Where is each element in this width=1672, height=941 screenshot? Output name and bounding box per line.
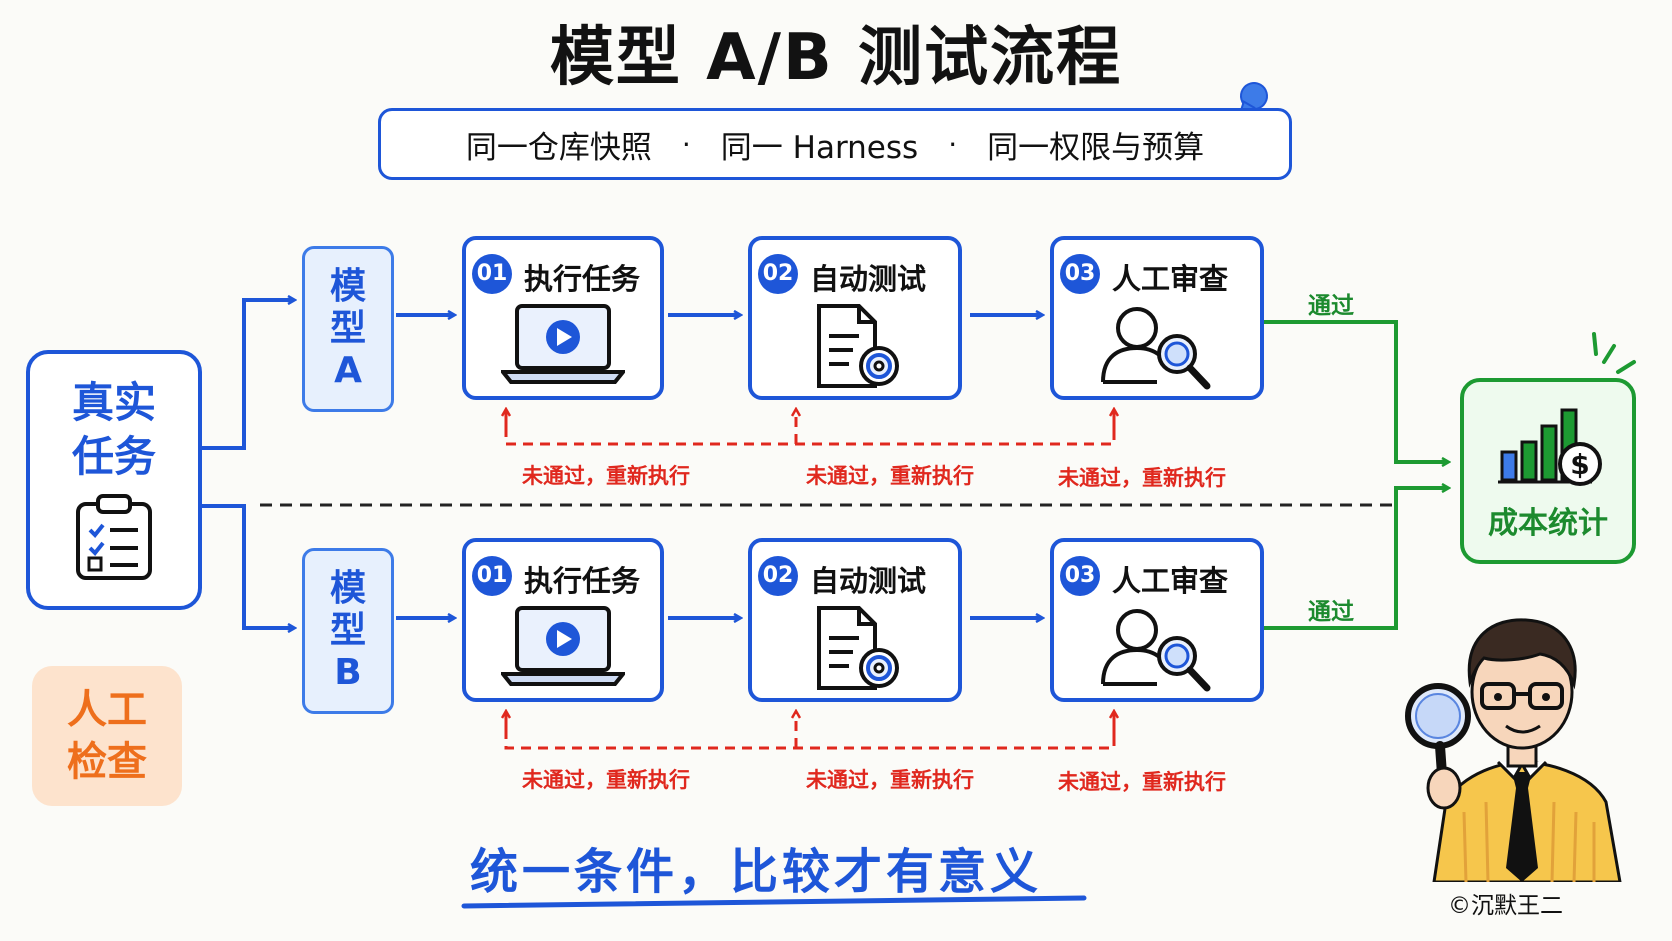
svg-text:$: $ [1570,448,1589,481]
retry-label: 未通过，重新执行 [806,464,974,488]
pass-arrow-a [1264,320,1448,462]
retry-loop-a [504,410,1116,446]
retry-label: 未通过，重新执行 [1058,770,1226,794]
mascot-illustration [1405,618,1622,882]
retry-loop-b [504,712,1116,750]
step-number: 03 [1060,254,1100,294]
step-number: 01 [472,556,512,596]
bar-chart-dollar-icon: $ [1498,408,1602,486]
condition-harness: 同一 Harness [720,129,919,166]
row-a-step-execute: 01 执行任务 [462,236,664,400]
cost-stats-box: $ 成本统计 [1460,378,1636,564]
retry-label: 未通过，重新执行 [522,464,690,488]
real-task-box: 真实任务 [26,350,202,610]
pass-arrow-b [1264,488,1448,630]
arrow-task-to-model-b [202,504,294,628]
cost-stats-label: 成本统计 [1488,506,1608,541]
arrow-task-to-model-a [202,300,294,450]
step-label: 执行任务 [524,262,641,296]
retry-label: 未通过，重新执行 [522,768,690,792]
laptop-play-icon [501,606,625,686]
laptop-play-icon [501,304,625,384]
step-label: 自动测试 [810,564,927,598]
model-a-box: 模型A [302,246,394,412]
credit-text: ©沉默王二 [1448,893,1563,919]
clipboard-checklist-icon [76,494,152,580]
manual-check-label: 人工检查 [67,687,147,785]
retry-label: 未通过，重新执行 [806,768,974,792]
person-magnifier-icon [1101,307,1211,390]
row-b-step-execute: 01 执行任务 [462,538,664,702]
step-label: 人工审查 [1112,564,1229,598]
manual-check-badge: 人工检查 [32,666,182,806]
page-title: 模型 A/B 测试流程 [549,21,1123,95]
model-b-box: 模型B [302,548,394,714]
step-label: 执行任务 [524,564,641,598]
row-a-step-autotest: 02 自动测试 [748,236,962,400]
person-magnifier-icon [1101,609,1211,692]
real-task-label: 真实任务 [71,378,156,481]
row-a-step-review: 03 人工审查 [1050,236,1264,400]
step-number: 02 [758,556,798,596]
slogan-underline [461,895,1087,909]
document-gear-icon [817,304,899,388]
pass-label: 通过 [1308,293,1354,319]
separator-dot: · [948,127,958,161]
model-a-label: 模型A [329,266,366,391]
retry-label: 未通过，重新执行 [1058,466,1226,490]
step-label: 人工审查 [1112,262,1229,296]
step-number: 02 [758,254,798,294]
step-label: 自动测试 [810,262,927,296]
pass-label: 通过 [1308,599,1354,625]
document-gear-icon [817,606,899,690]
model-b-label: 模型B [329,568,366,693]
step-number: 03 [1060,556,1100,596]
condition-repo-snapshot: 同一仓库快照 [465,129,652,166]
row-b-step-review: 03 人工审查 [1050,538,1264,702]
condition-permissions-budget: 同一权限与预算 [987,129,1205,166]
slogan: 统一条件，比较才有意义 [470,844,1043,900]
step-number: 01 [472,254,512,294]
conditions-bar: 同一仓库快照 · 同一 Harness · 同一权限与预算 [378,108,1292,180]
row-b-step-autotest: 02 自动测试 [748,538,962,702]
separator-dot: · [681,127,691,161]
